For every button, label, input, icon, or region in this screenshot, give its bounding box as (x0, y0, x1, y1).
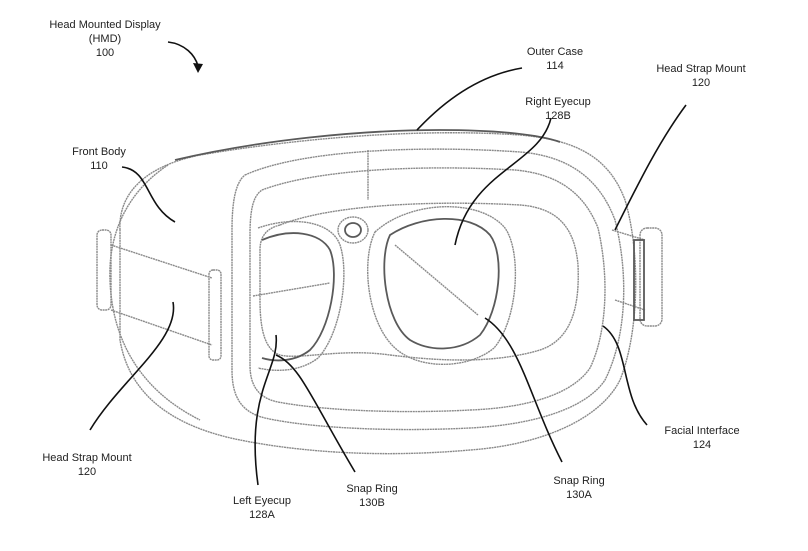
label-head-strap-mount-left: Head Strap Mount 120 (42, 452, 132, 478)
leader-snap-ring-b (275, 354, 356, 473)
left-eyecup-axis (252, 282, 331, 297)
hmd-arrowhead (193, 63, 203, 73)
label-front-body: Front Body 110 (72, 146, 126, 172)
right-eyecup-outline (383, 218, 500, 350)
outer-case-top-edge (174, 129, 561, 161)
lens-housing (259, 202, 579, 361)
leader-head-strap-mount-left (89, 301, 175, 431)
label-left-eyecup: Left Eyecup 128A (232, 495, 292, 521)
hmd-arrow (167, 41, 199, 67)
leader-head-strap-mount-right (614, 104, 687, 231)
facial-interface-outer (231, 148, 625, 431)
label-facial-interface: Facial Interface 124 (664, 425, 740, 451)
left-eyecup-outline (261, 232, 335, 362)
facial-interface-inner (249, 167, 606, 413)
leader-front-body (121, 166, 176, 223)
sensor-outer (337, 216, 369, 244)
leader-left-eyecup (254, 334, 278, 486)
leader-snap-ring-a (484, 317, 563, 463)
label-hmd: Head Mounted Display (HMD) 100 (49, 19, 161, 59)
right-strap-clip (639, 227, 663, 327)
outer-case-outline (119, 132, 637, 455)
label-outer-case: Outer Case 114 (526, 46, 584, 72)
leader-outer-case (416, 67, 523, 131)
label-snap-ring-a: Snap Ring 130A (553, 475, 605, 501)
label-right-eyecup: Right Eyecup 128B (525, 96, 591, 122)
right-strap-clip-fill (633, 239, 645, 321)
snap-ring-a-outline (367, 206, 517, 366)
sensor-inner (344, 222, 362, 238)
left-strap-clip (96, 229, 112, 311)
left-strap-band (110, 244, 213, 346)
right-eyecup-axis (394, 244, 479, 316)
leader-facial-interface (602, 325, 648, 426)
leader-right-eyecup (454, 117, 552, 246)
label-head-strap-mount-right: Head Strap Mount 120 (656, 63, 746, 89)
label-snap-ring-b: Snap Ring 130B (346, 483, 398, 509)
left-strap-clip-inner (208, 269, 222, 361)
